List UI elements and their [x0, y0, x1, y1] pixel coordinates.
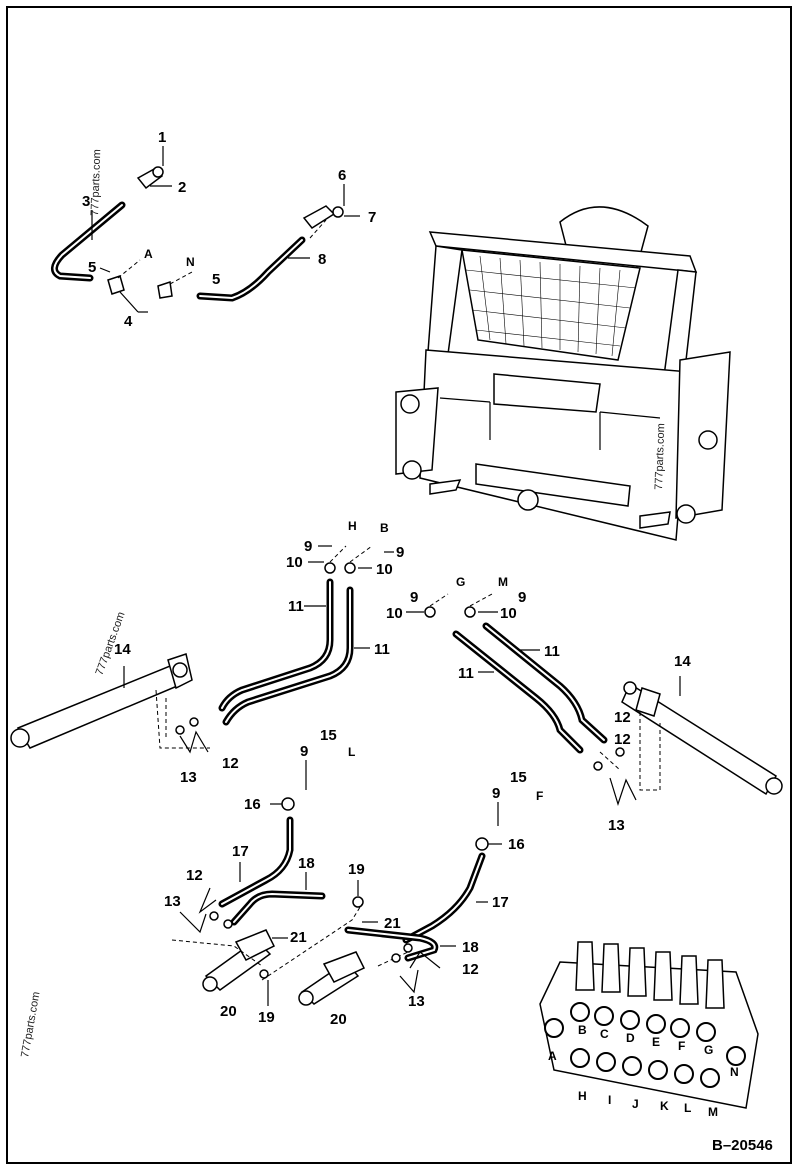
- callout-13a: 13: [180, 769, 197, 786]
- callout-9c: 9: [410, 589, 418, 606]
- port-I: I: [608, 1093, 611, 1107]
- callout-A: A: [144, 247, 153, 261]
- callout-10d: 10: [500, 605, 517, 622]
- control-valve: [539, 941, 759, 1109]
- callout-20a: 20: [220, 1003, 237, 1020]
- callout-12d: 12: [186, 867, 203, 884]
- callout-8: 8: [318, 251, 326, 268]
- callout-12b: 12: [614, 709, 631, 726]
- callout-N: N: [186, 255, 195, 269]
- callout-1: 1: [158, 129, 166, 146]
- callout-10a: 10: [286, 554, 303, 571]
- callout-4: 4: [124, 313, 133, 330]
- callout-G: G: [456, 575, 465, 589]
- callout-9a: 9: [304, 538, 312, 555]
- callout-6: 6: [338, 167, 346, 184]
- callout-13d: 13: [408, 993, 425, 1010]
- callout-17b: 17: [492, 894, 509, 911]
- callout-20b: 20: [330, 1011, 347, 1028]
- callout-9e: 9: [300, 743, 308, 760]
- callout-12a: 12: [222, 755, 239, 772]
- port-D: D: [626, 1031, 635, 1045]
- callout-L: L: [348, 745, 355, 759]
- callout-B: B: [380, 521, 389, 535]
- callout-15a: 15: [320, 727, 337, 744]
- callout-2: 2: [178, 179, 186, 196]
- callout-11c: 11: [458, 665, 474, 682]
- callout-3: 3: [82, 193, 90, 210]
- callout-labels: 1 2 3 4 5 5 6 7 8 A N 9 9 10 10 11 11 H …: [82, 129, 691, 1028]
- callout-15b: 15: [510, 769, 527, 786]
- valve-port-labels: B C D E F G H I J K L M A N: [548, 1023, 739, 1119]
- lift-hoses-right: [406, 593, 608, 754]
- port-M: M: [708, 1105, 718, 1119]
- tilt-hoses: [171, 760, 502, 1006]
- port-K: K: [660, 1099, 669, 1113]
- port-F: F: [678, 1039, 685, 1053]
- port-A: A: [548, 1049, 557, 1063]
- callout-11a: 11: [288, 598, 304, 615]
- callout-7: 7: [368, 209, 376, 226]
- callout-10c: 10: [386, 605, 403, 622]
- callout-11d: 11: [544, 643, 560, 660]
- port-N: N: [730, 1065, 739, 1079]
- port-B: B: [578, 1023, 587, 1037]
- right-lift-cylinder: [593, 676, 783, 806]
- callout-10b: 10: [376, 561, 393, 578]
- callout-18a: 18: [298, 855, 315, 872]
- top-left-hose-assembly: [51, 146, 360, 313]
- port-H: H: [578, 1089, 587, 1103]
- callout-H: H: [348, 519, 357, 533]
- callout-9d: 9: [518, 589, 526, 606]
- drawing-number: B–20546: [712, 1137, 773, 1154]
- callout-21a: 21: [384, 915, 401, 932]
- drawing-frame: [6, 6, 792, 1164]
- callout-14a: 14: [114, 641, 131, 658]
- left-lift-cylinder: 777parts.com: [10, 610, 210, 754]
- callout-16a: 16: [244, 796, 261, 813]
- callout-14b: 14: [674, 653, 691, 670]
- callout-19a: 19: [348, 861, 365, 878]
- callout-12c: 12: [614, 731, 631, 748]
- valve-spools: [575, 941, 725, 1009]
- callout-12e: 12: [462, 961, 479, 978]
- port-G: G: [704, 1043, 713, 1057]
- callout-F: F: [536, 789, 543, 803]
- callout-13b: 13: [608, 817, 625, 834]
- callout-13c: 13: [164, 893, 181, 910]
- port-C: C: [600, 1027, 609, 1041]
- loader-frame: 777parts.com: [395, 206, 731, 541]
- callout-5b: 5: [212, 271, 220, 288]
- watermark-bottom: 777parts.com: [19, 991, 42, 1059]
- callout-M: M: [498, 575, 508, 589]
- callout-17a: 17: [232, 843, 249, 860]
- callout-21b: 21: [290, 929, 307, 946]
- callout-9f: 9: [492, 785, 500, 802]
- callout-5a: 5: [88, 259, 96, 276]
- port-J: J: [632, 1097, 639, 1111]
- lift-hoses-left: [218, 545, 394, 726]
- callout-9b: 9: [396, 544, 404, 561]
- port-E: E: [652, 1035, 660, 1049]
- callout-16b: 16: [508, 836, 525, 853]
- callout-11b: 11: [374, 641, 390, 658]
- port-L: L: [684, 1101, 691, 1115]
- watermark-top: 777parts.com: [89, 149, 103, 216]
- callout-19b: 19: [258, 1009, 275, 1026]
- callout-18b: 18: [462, 939, 479, 956]
- svg-text:777parts.com: 777parts.com: [653, 423, 667, 490]
